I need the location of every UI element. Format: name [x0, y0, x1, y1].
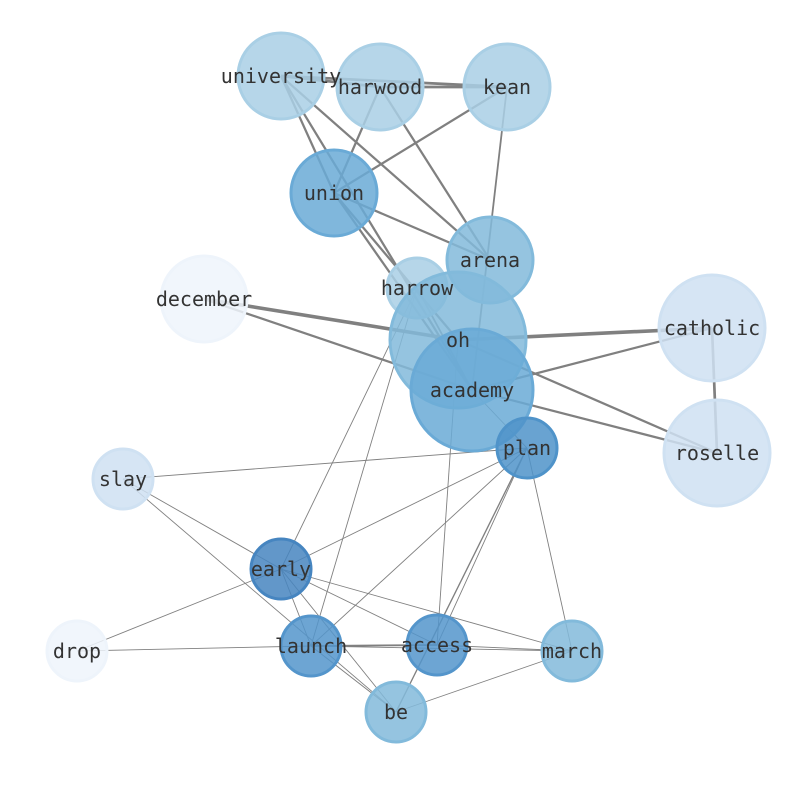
edge-plan-early — [280, 447, 528, 570]
node-label-harrow: harrow — [381, 276, 454, 300]
node-label-slay: slay — [99, 467, 147, 491]
node-drop[interactable] — [45, 619, 109, 683]
edge-early-march — [280, 568, 573, 652]
node-harwood[interactable] — [335, 42, 425, 132]
node-circle — [279, 614, 343, 678]
node-plan[interactable] — [495, 416, 559, 480]
node-launch[interactable] — [279, 614, 343, 678]
edge-early-drop — [76, 568, 282, 652]
node-circle — [91, 447, 155, 511]
node-march[interactable] — [540, 619, 604, 683]
edge-plan-access — [436, 447, 528, 646]
node-label-arena: arena — [460, 248, 520, 272]
node-label-plan: plan — [503, 436, 551, 460]
node-roselle[interactable] — [662, 398, 772, 508]
node-slay[interactable] — [91, 447, 155, 511]
edge-plan-launch — [310, 447, 528, 647]
node-access[interactable] — [405, 613, 469, 677]
node-label-harwood: harwood — [338, 75, 422, 99]
node-december[interactable] — [159, 254, 249, 344]
node-label-drop: drop — [53, 639, 101, 663]
edge-slay-plan — [122, 447, 528, 480]
node-circle — [45, 619, 109, 683]
node-label-kean: kean — [483, 75, 531, 99]
node-circle — [289, 148, 379, 238]
node-circle — [335, 42, 425, 132]
node-label-union: union — [304, 181, 364, 205]
node-label-university: university — [221, 64, 341, 88]
node-circle — [159, 254, 249, 344]
node-label-access: access — [401, 633, 473, 657]
node-circle — [462, 42, 552, 132]
node-label-launch: launch — [275, 634, 347, 658]
node-union[interactable] — [289, 148, 379, 238]
node-academy[interactable] — [409, 327, 535, 453]
node-label-early: early — [251, 557, 311, 581]
node-circle — [364, 680, 428, 744]
node-label-march: march — [542, 639, 602, 663]
edges-layer — [76, 74, 719, 713]
node-label-roselle: roselle — [675, 441, 759, 465]
edge-university-arena — [280, 75, 491, 261]
node-circle — [495, 416, 559, 480]
edge-plan-march — [526, 447, 573, 652]
node-be[interactable] — [364, 680, 428, 744]
node-circle — [540, 619, 604, 683]
node-label-be: be — [384, 700, 408, 724]
node-circle — [236, 31, 326, 121]
node-label-oh: oh — [446, 328, 470, 352]
edge-drop-launch — [76, 645, 312, 652]
node-label-december: december — [156, 287, 252, 311]
node-circle — [249, 537, 313, 601]
node-university[interactable] — [236, 31, 326, 121]
node-circle — [405, 613, 469, 677]
node-catholic[interactable] — [657, 273, 767, 383]
node-label-catholic: catholic — [664, 316, 760, 340]
edge-plan-be — [395, 447, 528, 713]
edge-slay-be — [122, 478, 397, 713]
node-kean[interactable] — [462, 42, 552, 132]
node-circle — [409, 327, 535, 453]
node-circle — [657, 273, 767, 383]
node-label-academy: academy — [430, 378, 514, 402]
node-circle — [662, 398, 772, 508]
node-early[interactable] — [249, 537, 313, 601]
